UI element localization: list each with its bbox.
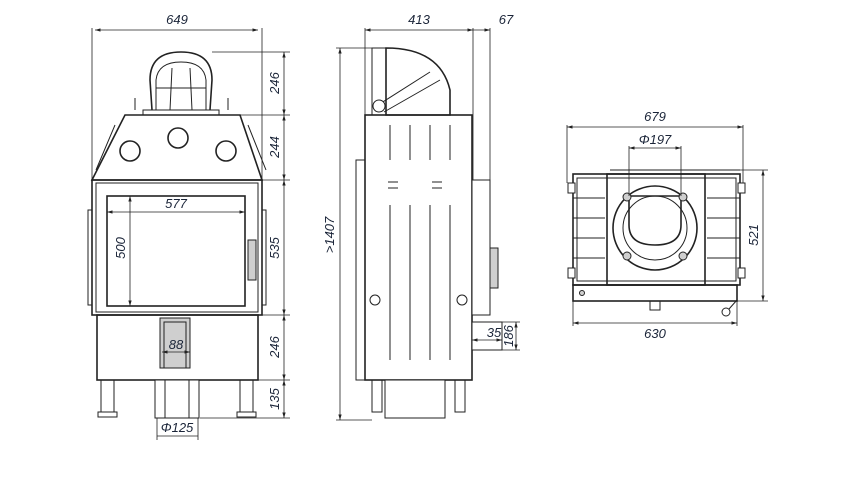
side-air-inlet — [384, 379, 446, 419]
top-dimensions: 679 Φ197 521 630 — [566, 109, 768, 341]
dim-base-width: 630 — [644, 326, 666, 341]
dim-side-depth: 413 — [408, 12, 430, 27]
front-outlet-center — [167, 127, 189, 149]
top-flue-collar — [628, 195, 682, 246]
dim-lower-height: 246 — [267, 335, 282, 358]
top-center-plate — [606, 173, 706, 286]
dim-inlet-height: 186 — [501, 324, 516, 346]
front-air-inlet — [154, 379, 200, 419]
dim-panel-depth: 67 — [499, 12, 514, 27]
side-flue — [385, 47, 451, 116]
dim-leg-height: 135 — [267, 387, 282, 409]
dim-door-height: 535 — [267, 236, 282, 258]
dim-top-depth: 521 — [746, 224, 761, 246]
dim-front-width: 649 — [166, 12, 188, 27]
dim-flue-diameter: Φ197 — [639, 132, 672, 147]
side-body — [364, 114, 473, 381]
door-handle — [247, 239, 257, 281]
dim-inlet-offset: 35 — [487, 325, 502, 340]
dim-hood-height: 246 — [267, 71, 282, 94]
front-hood — [149, 51, 213, 111]
side-panel — [471, 179, 491, 316]
front-view — [87, 51, 267, 419]
dim-glass-height: 500 — [113, 236, 128, 258]
top-view — [567, 169, 746, 317]
front-dimensions: 649 246 244 535 246 135 577 500 88 Φ125 — [91, 12, 290, 440]
side-view — [355, 47, 503, 419]
front-air-duct — [159, 317, 191, 369]
front-outlet-right — [215, 140, 237, 162]
dim-top-width: 679 — [644, 109, 666, 124]
top-body — [572, 173, 741, 286]
front-glass — [106, 195, 246, 307]
front-outlet-left — [119, 140, 141, 162]
side-dimensions: 413 67 >1407 35 186 — [322, 12, 520, 421]
dim-inlet-diameter: Φ125 — [161, 420, 194, 435]
dim-top-height: 244 — [267, 136, 282, 159]
dim-duct-width: 88 — [169, 337, 184, 352]
top-base — [572, 284, 738, 302]
top-flue-ring — [612, 185, 698, 271]
dim-total-height: >1407 — [322, 216, 337, 253]
dim-glass-width: 577 — [165, 196, 187, 211]
